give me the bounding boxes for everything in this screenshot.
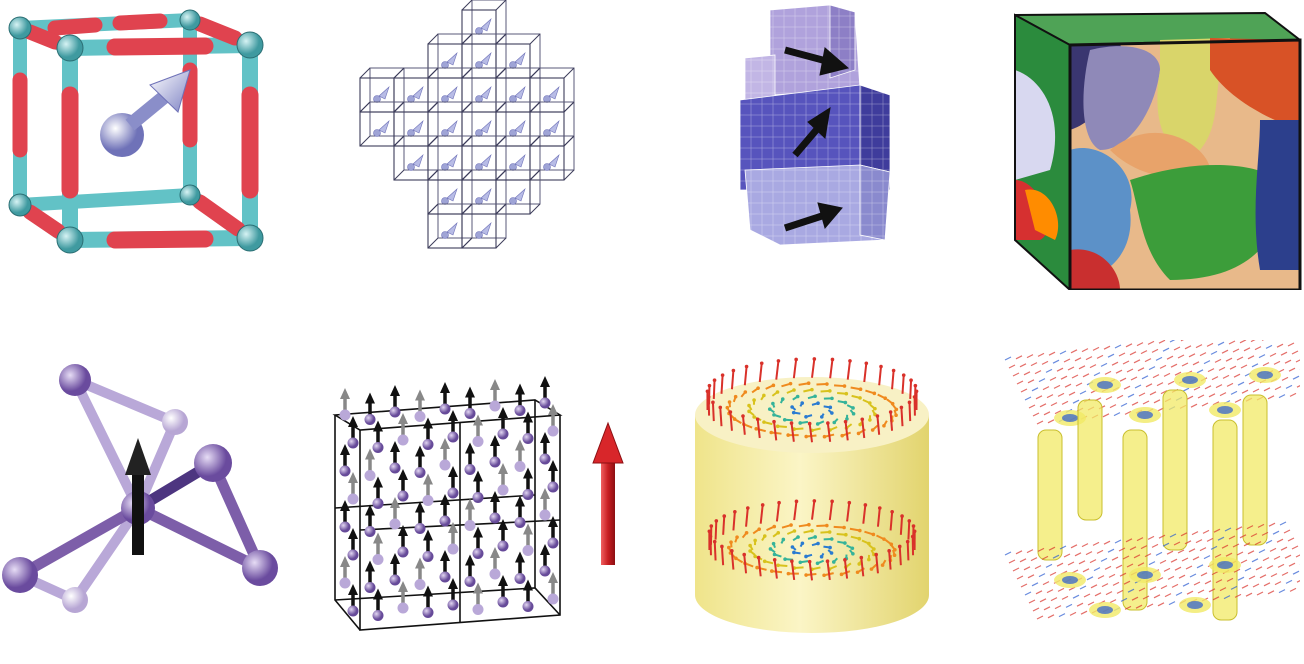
ferromagnet-lattice-panel	[325, 360, 635, 640]
cubic-cluster-with-spins-icon	[359, 0, 575, 249]
skyrmion-tube-cylinder-icon	[695, 357, 929, 633]
skyrmion-tube-lattice-icon	[1004, 340, 1300, 621]
skyrmion-cylinder-panel	[690, 340, 935, 635]
atom-with-neighbors-and-spin-icon	[2, 364, 278, 613]
multidomain-cube-panel	[1010, 10, 1304, 290]
unit-cell-with-spin-arrow-icon	[8, 9, 264, 254]
ferromagnetic-lattice-icon	[332, 376, 624, 631]
domain-stack-panel	[730, 0, 900, 250]
unit-cell-panel	[0, 0, 270, 270]
skyrmion-lattice-panel	[995, 340, 1300, 650]
atom-neighbors-panel	[0, 360, 285, 620]
stacked-magnetic-domains-icon	[739, 4, 891, 246]
cluster-grid-panel	[350, 0, 590, 275]
multidomain-cube-icon	[1014, 11, 1302, 290]
